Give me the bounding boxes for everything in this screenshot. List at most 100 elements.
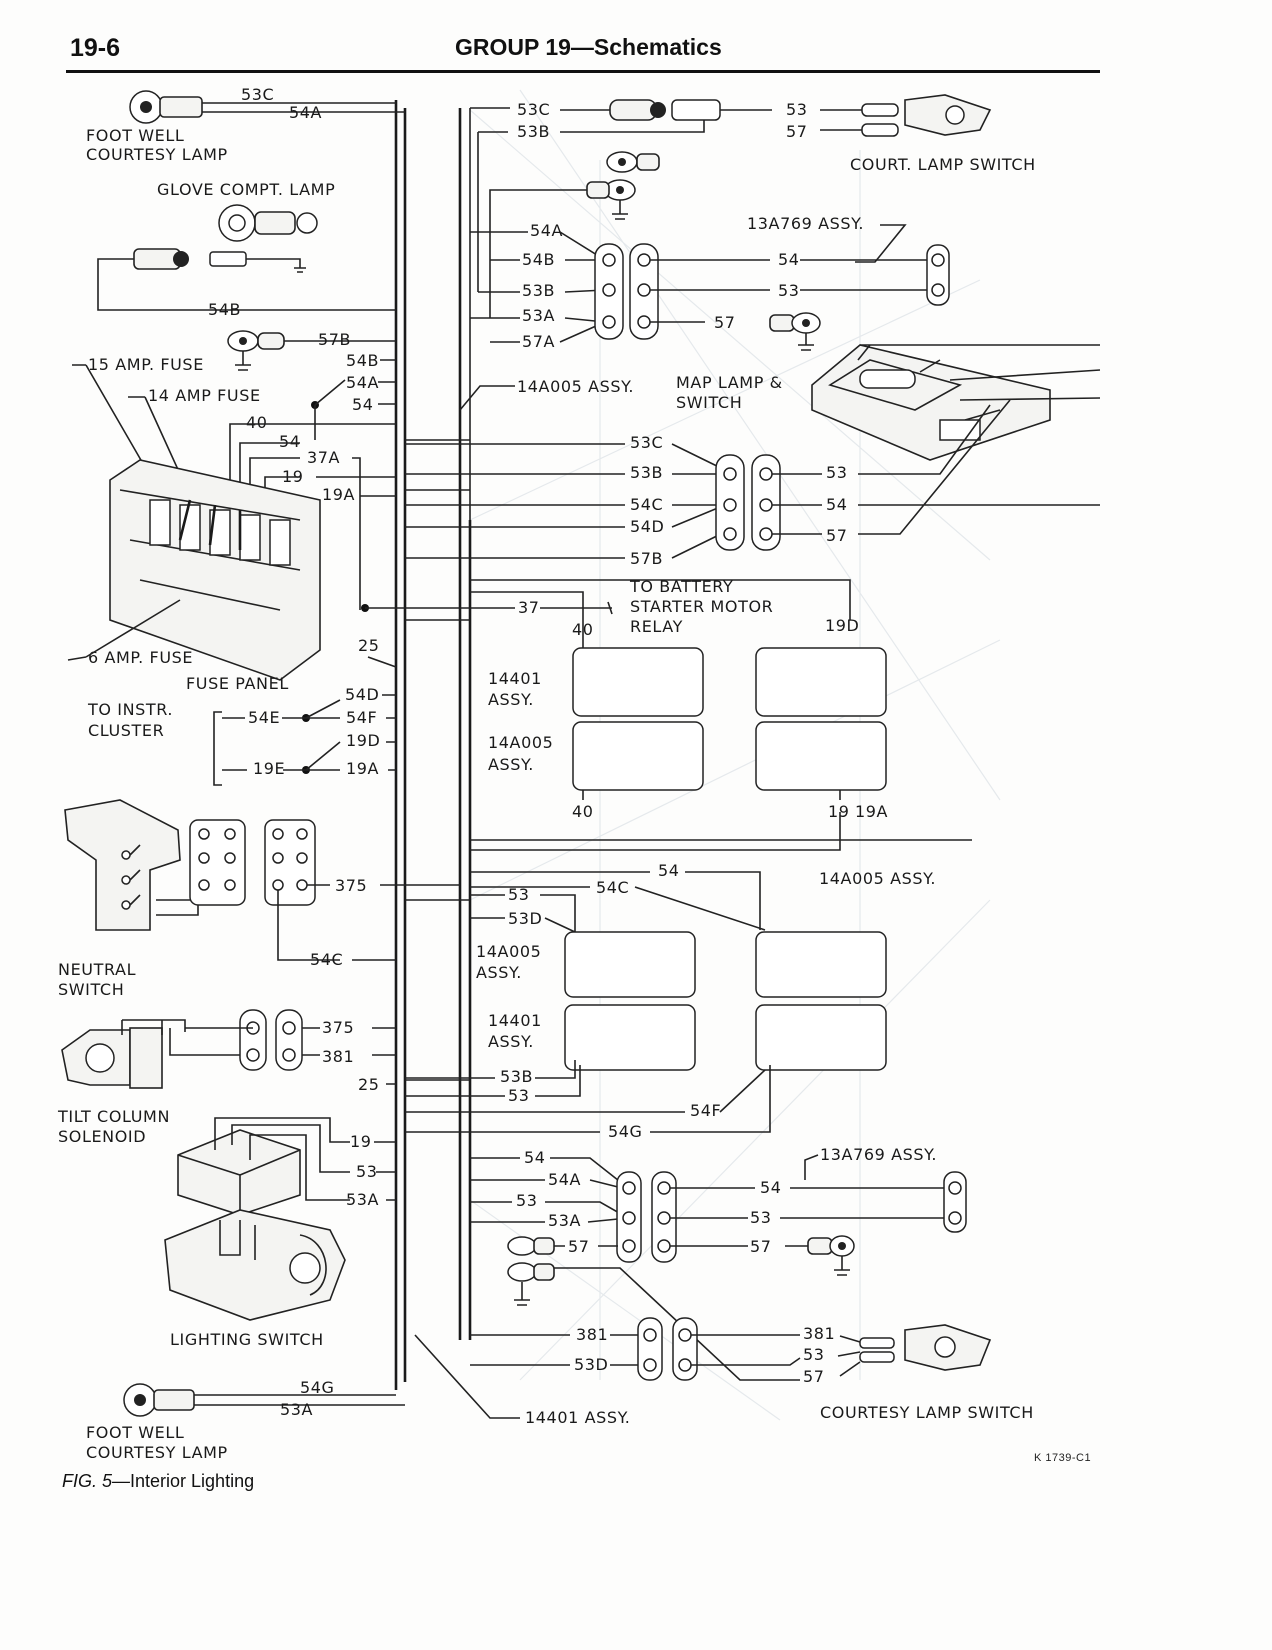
block-14a005-left bbox=[572, 721, 704, 791]
fuse-6-amp-label: 6 AMP. FUSE bbox=[88, 648, 193, 667]
battery-label-2: STARTER MOTOR bbox=[630, 597, 773, 616]
wire-label-54g-lower: 54G bbox=[608, 1122, 643, 1141]
assy-14401-bottom-label: 14401 ASSY. bbox=[525, 1408, 630, 1427]
map-lamp-label-2: SWITCH bbox=[676, 393, 742, 412]
ground-terminals-bottom bbox=[507, 1236, 800, 1381]
court-lamp-switch-top bbox=[469, 94, 992, 520]
figure-title: Interior Lighting bbox=[130, 1471, 255, 1491]
wire-label-53c: 53C bbox=[241, 85, 274, 104]
assy-13a769-top-label: 13A769 ASSY. bbox=[747, 214, 864, 233]
assy-14a005-label-2: ASSY. bbox=[488, 755, 534, 774]
foot-well-bottom-label-1: FOOT WELL bbox=[86, 1423, 184, 1442]
glove-compartment-lamp bbox=[97, 204, 396, 311]
assy-14a005-lower-label-1: 14A005 bbox=[476, 942, 541, 961]
wire-label-53-bottom: 53 bbox=[516, 1191, 538, 1210]
wire-label-54a-rt: 54A bbox=[530, 221, 563, 240]
courtesy-lamp-switch-label: COURTESY LAMP SWITCH bbox=[820, 1403, 1034, 1422]
wire-label-37: 37 bbox=[518, 598, 540, 617]
wire-label-57b: 57B bbox=[318, 330, 351, 349]
wire-label-25: 25 bbox=[358, 636, 380, 655]
assy-14a005-right-label: 14A005 ASSY. bbox=[819, 869, 936, 888]
neutral-switch-label-1: NEUTRAL bbox=[58, 960, 136, 979]
wire-label-54a-2: 54A bbox=[346, 373, 379, 392]
wire-label-53a-2: 53A bbox=[280, 1400, 313, 1419]
wire-label-53-top: 53 bbox=[786, 100, 808, 119]
wire-label-53a: 53A bbox=[346, 1190, 379, 1209]
ground-terminal-57-bottom-r bbox=[807, 1235, 855, 1276]
wire-label-375-2: 375 bbox=[322, 1018, 354, 1037]
wire-label-53-rt: 53 bbox=[778, 281, 800, 300]
block-14401-lower-right bbox=[755, 1004, 887, 1071]
wire-label-19d-mid: 19D bbox=[825, 616, 859, 635]
block-14a005-lower-left bbox=[564, 931, 696, 998]
assy-14401-mid-label-2: ASSY. bbox=[488, 1032, 534, 1051]
wire-label-53c-top: 53C bbox=[517, 100, 550, 119]
wire-label-19-mid: 19 bbox=[828, 802, 850, 821]
wire-label-19d: 19D bbox=[346, 731, 380, 750]
figure-code: K 1739-C1 bbox=[1034, 1452, 1092, 1464]
wire-label-381-bottom: 381 bbox=[576, 1325, 608, 1344]
foot-well-top-label-1: FOOT WELL bbox=[86, 126, 184, 145]
wire-label-57-top: 57 bbox=[786, 122, 808, 141]
wire-label-57a-rt: 57A bbox=[522, 332, 555, 351]
fuse-15-amp-label: 15 AMP. FUSE bbox=[88, 355, 204, 374]
wire-label-19a-2: 19A bbox=[346, 759, 379, 778]
wire-label-53-map: 53 bbox=[826, 463, 848, 482]
assy-14a005-lower-label-2: ASSY. bbox=[476, 963, 522, 982]
ground-terminal-57b bbox=[227, 330, 396, 371]
wire-label-53a-rt: 53A bbox=[522, 306, 555, 325]
lighting-switch-label: LIGHTING SWITCH bbox=[170, 1330, 324, 1349]
wire-label-54d-map: 54D bbox=[630, 517, 664, 536]
wire-label-54c-map: 54C bbox=[630, 495, 663, 514]
tilt-column-solenoid bbox=[61, 1009, 320, 1089]
block-14401-upper-left bbox=[572, 647, 704, 717]
wire-label-54-rt: 54 bbox=[778, 250, 800, 269]
wire-label-54-2: 54 bbox=[279, 432, 301, 451]
wire-label-54c-lower: 54C bbox=[596, 878, 629, 897]
assy-14401-mid-label-1: 14401 bbox=[488, 1011, 542, 1030]
header-rule bbox=[66, 70, 1100, 73]
tilt-column-label-2: SOLENOID bbox=[58, 1127, 146, 1146]
wire-label-54b-rt: 54B bbox=[522, 250, 555, 269]
fuse-panel-label: FUSE PANEL bbox=[186, 674, 289, 693]
wire-label-54d: 54D bbox=[345, 685, 379, 704]
lighting-switch bbox=[164, 1117, 350, 1321]
wire-label-381-bottom-r: 381 bbox=[803, 1324, 835, 1343]
wire-label-19a-mid: 19A bbox=[855, 802, 888, 821]
wire-label-54a: 54A bbox=[289, 103, 322, 122]
block-14a005-lower-right bbox=[755, 931, 887, 998]
block-14a005-right bbox=[755, 721, 887, 791]
fuse-panel bbox=[109, 459, 321, 681]
wire-label-53b-map: 53B bbox=[630, 463, 663, 482]
wire-label-25-2: 25 bbox=[358, 1075, 380, 1094]
map-lamp-label-1: MAP LAMP & bbox=[676, 373, 783, 392]
wire-label-37a: 37A bbox=[307, 448, 340, 467]
wire-label-40-mid-2: 40 bbox=[572, 802, 594, 821]
instr-cluster-label-1: TO INSTR. bbox=[87, 700, 173, 719]
wire-label-53-lower: 53 bbox=[508, 885, 530, 904]
wire-label-57-map: 57 bbox=[826, 526, 848, 545]
wire-label-54: 54 bbox=[352, 395, 374, 414]
wire-label-54-lower: 54 bbox=[658, 861, 680, 880]
main-harness-trunk bbox=[394, 100, 472, 1390]
wire-label-53c-map: 53C bbox=[630, 433, 663, 452]
fuse-14-amp-label: 14 AMP FUSE bbox=[148, 386, 261, 405]
wire-label-57-rt: 57 bbox=[714, 313, 736, 332]
wire-label-381: 381 bbox=[322, 1047, 354, 1066]
wire-label-53d-bottom: 53D bbox=[574, 1355, 608, 1374]
glove-compt-lamp-label: GLOVE COMPT. LAMP bbox=[157, 180, 335, 199]
wire-label-54b: 54B bbox=[208, 300, 241, 319]
court-lamp-switch-label: COURT. LAMP SWITCH bbox=[850, 155, 1036, 174]
map-lamp-switch bbox=[811, 344, 1101, 461]
wire-label-54f: 54F bbox=[346, 708, 377, 727]
assy-14401-label-2: ASSY. bbox=[488, 690, 534, 709]
foot-well-top-label-2: COURTESY LAMP bbox=[86, 145, 228, 164]
wire-label-54f-lower: 54F bbox=[690, 1101, 721, 1120]
wire-label-57-bottom-r2: 57 bbox=[803, 1367, 825, 1386]
assy-14a005-label-1: 14A005 bbox=[488, 733, 553, 752]
page-title: GROUP 19—Schematics bbox=[455, 34, 722, 60]
wire-label-19e: 19E bbox=[253, 759, 285, 778]
neutral-switch bbox=[64, 799, 340, 961]
wire-label-53b-lower: 53B bbox=[500, 1067, 533, 1086]
